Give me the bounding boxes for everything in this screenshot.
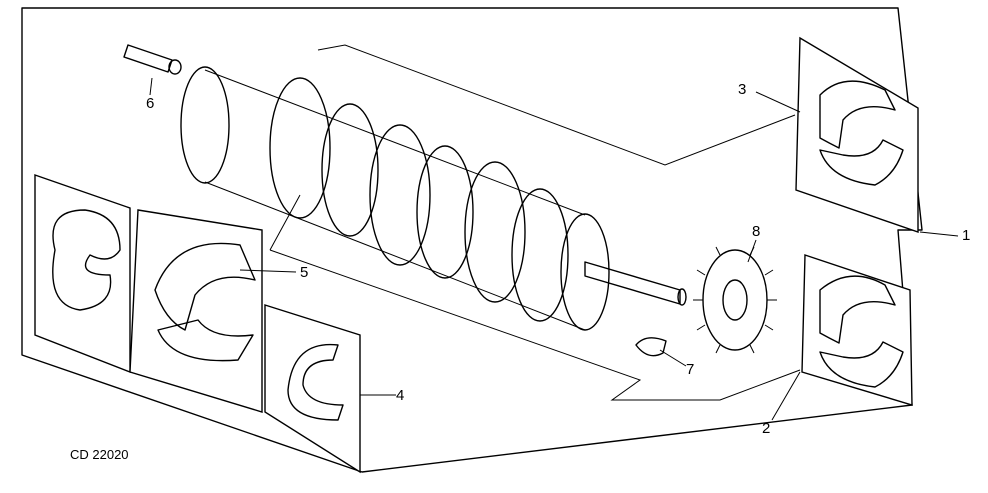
- figure-code: CD 22020: [70, 447, 129, 462]
- callout-6: 6: [146, 95, 154, 112]
- callout-2: 2: [762, 420, 770, 437]
- crank-gear: [693, 246, 777, 354]
- callout-5: 5: [300, 264, 308, 281]
- callout-4: 4: [396, 387, 404, 404]
- thrust-bearing-panel: [264, 304, 361, 474]
- dowel-pin: [123, 44, 182, 75]
- thrust-washer-panel: [34, 174, 131, 374]
- crankshaft: [180, 66, 687, 331]
- callout-8: 8: [752, 223, 760, 240]
- main-bearing-panel-lower: [801, 254, 913, 406]
- crankshaft-bracket: [269, 44, 801, 401]
- leader-lines: [149, 77, 959, 421]
- callout-1: 1: [962, 227, 970, 244]
- callout-7: 7: [686, 361, 694, 378]
- callout-3: 3: [738, 81, 746, 98]
- rod-bearing-panel: [129, 209, 263, 413]
- main-bearing-panel-upper: [795, 36, 919, 233]
- woodruff-key: [635, 337, 667, 357]
